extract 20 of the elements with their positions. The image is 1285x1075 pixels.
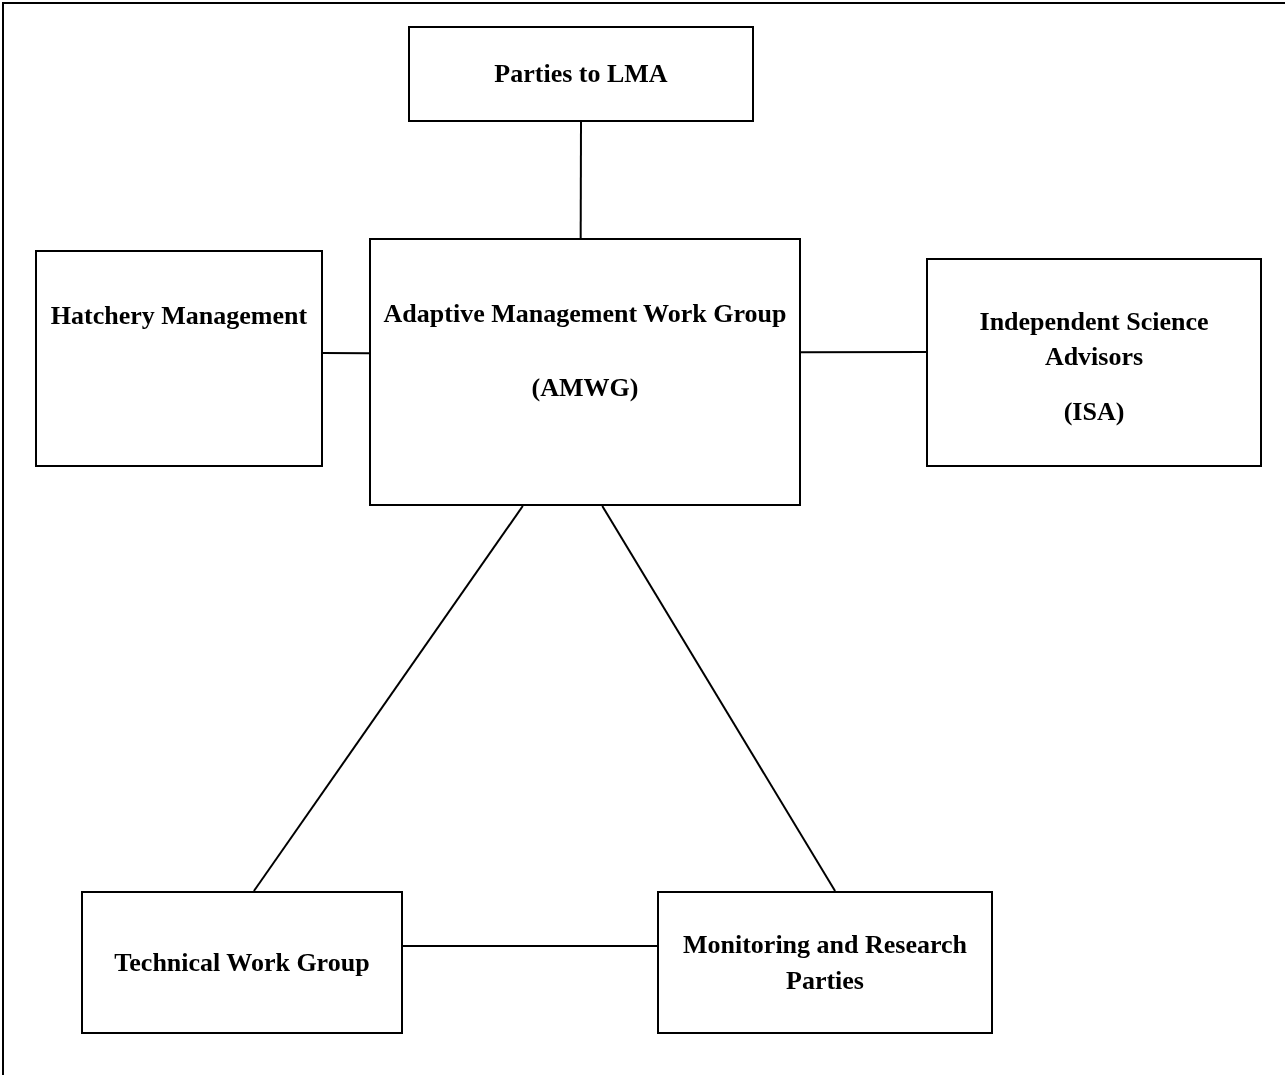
- box-label: Parties to LMA: [494, 58, 668, 91]
- connector-line: [579, 121, 582, 239]
- connector-line: [601, 505, 837, 892]
- connector-line: [252, 505, 524, 892]
- box-label: (AMWG): [531, 371, 639, 404]
- box-label: Technical Work Group: [114, 946, 370, 979]
- box-label: Independent Science Advisors: [978, 306, 1210, 374]
- org-box: [926, 258, 1262, 467]
- org-box: [408, 26, 754, 122]
- org-box: [369, 238, 801, 506]
- org-box: [657, 891, 993, 1034]
- connector-line: [322, 352, 370, 355]
- box-label: Hatchery Management: [50, 300, 308, 332]
- org-box: [35, 250, 323, 467]
- connector-line: [800, 351, 927, 354]
- box-label: (ISA): [1063, 396, 1125, 429]
- org-box: [81, 891, 403, 1034]
- box-label: Monitoring and Research Parties: [681, 929, 969, 997]
- box-label: Adaptive Management Work Group: [383, 298, 787, 330]
- connector-line: [402, 945, 658, 948]
